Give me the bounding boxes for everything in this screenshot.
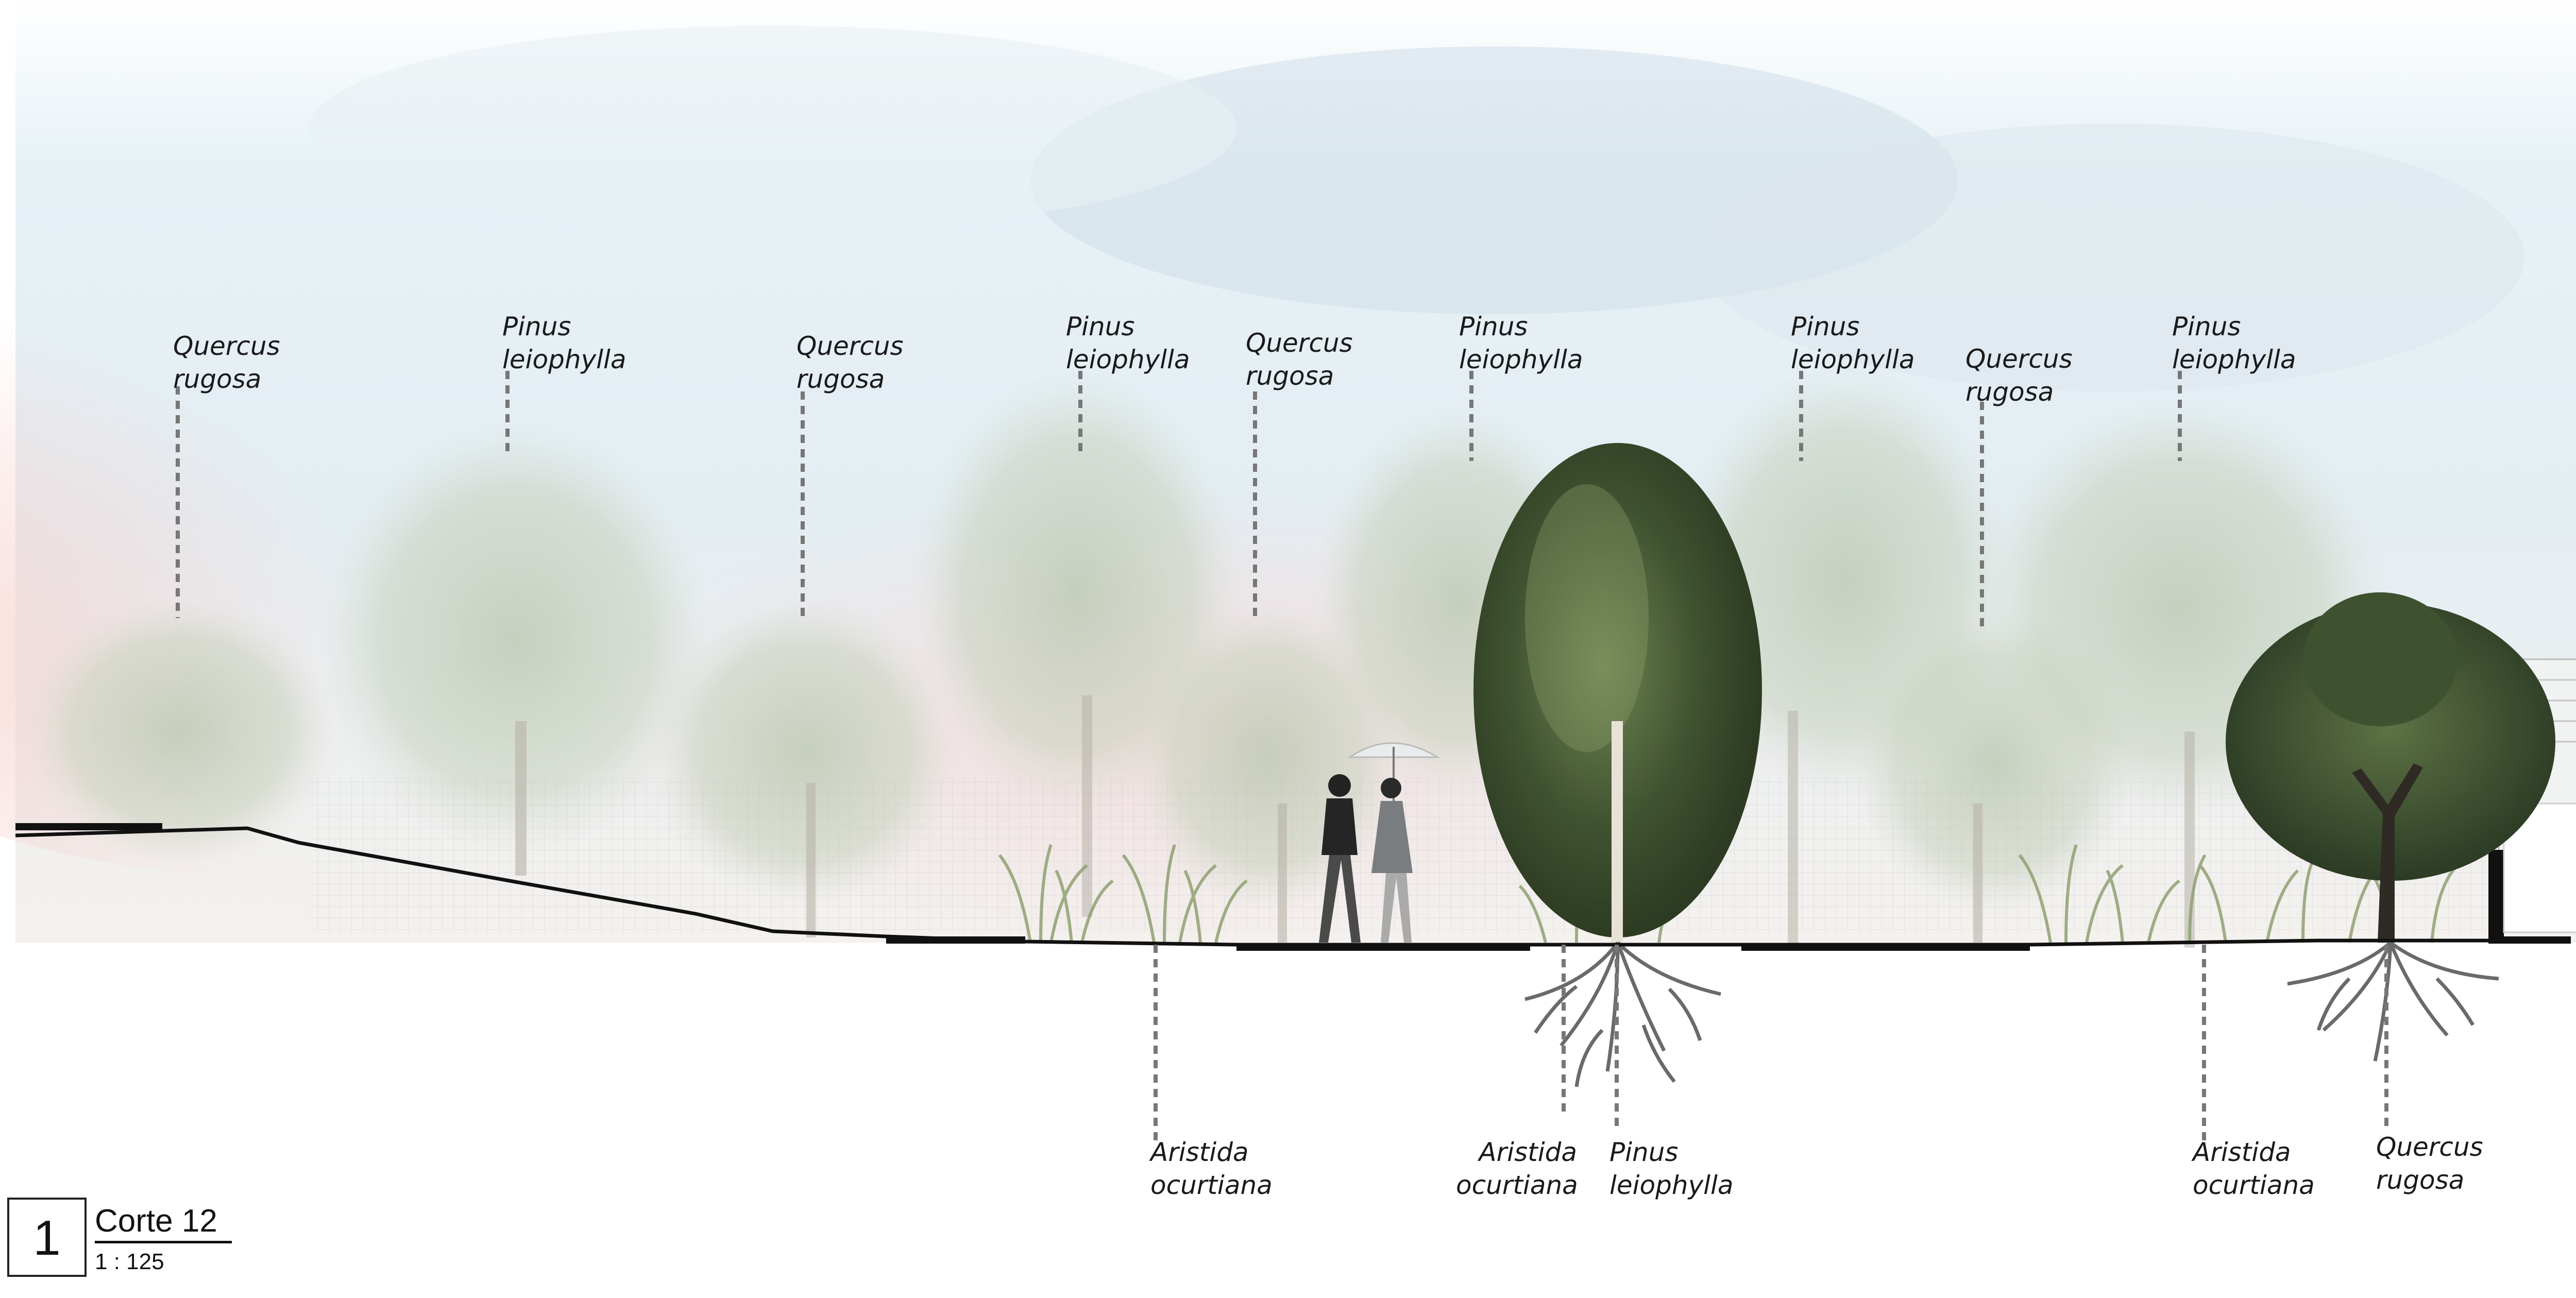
species-label-line: Pinus bbox=[1066, 312, 1135, 341]
species-label-line: Aristida bbox=[1479, 1137, 1577, 1167]
person-head bbox=[1381, 778, 1401, 798]
mesh-fence bbox=[309, 778, 2524, 932]
species-label-line: rugosa bbox=[173, 364, 262, 394]
leader-lines-top bbox=[176, 371, 2182, 631]
pine-canopy-highlight bbox=[1525, 484, 1649, 752]
species-label: Aristida ocurtiana bbox=[1456, 1136, 1578, 1202]
species-label: Pinus leiophylla bbox=[502, 310, 626, 376]
pavement-slab bbox=[886, 936, 1025, 944]
species-label-line: ocurtiana bbox=[2193, 1170, 2315, 1200]
species-label-line: Quercus bbox=[2376, 1132, 2483, 1162]
pavement-slab bbox=[1741, 944, 2030, 951]
species-label-line: leiophylla bbox=[1609, 1170, 1734, 1200]
drawing-scale: 1 : 125 bbox=[95, 1249, 164, 1274]
person-body bbox=[1371, 801, 1413, 873]
sky-cloud bbox=[1700, 124, 2524, 391]
person-body bbox=[1321, 798, 1358, 855]
species-label-line: Pinus bbox=[1459, 312, 1528, 341]
species-label-line: Aristida bbox=[1150, 1137, 1249, 1167]
species-label-line: ocurtiana bbox=[1456, 1170, 1578, 1200]
sky-cloud bbox=[309, 26, 1236, 232]
grass-clump bbox=[998, 844, 1114, 943]
species-label-line: Pinus bbox=[2172, 312, 2241, 341]
species-label: Pinus leiophylla bbox=[1609, 1136, 1734, 1202]
species-label: Quercus rugosa bbox=[1965, 343, 2073, 408]
oak-canopy-top bbox=[2303, 592, 2458, 726]
species-label-line: ocurtiana bbox=[1150, 1170, 1273, 1200]
species-label-line: Quercus bbox=[796, 331, 904, 361]
species-label: Quercus rugosa bbox=[2376, 1131, 2483, 1197]
drawing-number: 1 bbox=[7, 1198, 87, 1277]
oak-roots bbox=[2287, 941, 2499, 1062]
ground-section bbox=[15, 823, 2571, 951]
terrain-platform-left bbox=[15, 823, 162, 830]
pavement-slab bbox=[1236, 944, 1530, 951]
species-label-line: rugosa bbox=[1965, 377, 2054, 407]
foreground-oak bbox=[2226, 592, 2555, 1062]
building-wall bbox=[2488, 850, 2504, 943]
species-label: Quercus rugosa bbox=[796, 330, 904, 396]
species-label-line: leiophylla bbox=[1459, 345, 1583, 374]
oak-trunk bbox=[2352, 763, 2423, 943]
species-label-line: leiophylla bbox=[502, 345, 626, 374]
species-label: Quercus rugosa bbox=[1246, 327, 1353, 392]
species-label-line: Pinus bbox=[1791, 312, 1860, 341]
people-with-umbrella bbox=[1319, 742, 1440, 943]
foreground-pine bbox=[1473, 443, 1762, 1087]
species-label: Pinus leiophylla bbox=[1459, 310, 1583, 376]
drawing-title: Corte 12 bbox=[95, 1203, 217, 1239]
grass-clump bbox=[1122, 844, 1248, 943]
species-label-line: Quercus bbox=[1246, 328, 1353, 358]
species-label-line: leiophylla bbox=[1066, 345, 1190, 374]
species-label: Pinus leiophylla bbox=[1066, 310, 1190, 376]
person-head bbox=[1328, 774, 1351, 797]
species-label-line: rugosa bbox=[2376, 1165, 2465, 1195]
pine-canopy bbox=[1473, 443, 1762, 937]
person-legs bbox=[1319, 855, 1361, 943]
leader-lines-bottom bbox=[1154, 945, 2388, 1141]
pavement-slab bbox=[2488, 936, 2571, 944]
species-label-line: Aristida bbox=[2193, 1137, 2291, 1167]
species-label-line: leiophylla bbox=[2172, 345, 2296, 374]
faded-tree-canopy bbox=[26, 597, 335, 865]
species-label-line: Quercus bbox=[173, 331, 280, 361]
species-label-line: Pinus bbox=[502, 312, 571, 341]
title-underline bbox=[95, 1241, 232, 1243]
species-label-line: leiophylla bbox=[1791, 345, 1915, 374]
species-label: Quercus rugosa bbox=[173, 330, 280, 396]
species-label-line: Quercus bbox=[1965, 344, 2073, 374]
species-label-line: rugosa bbox=[796, 364, 885, 394]
species-label-line: rugosa bbox=[1246, 361, 1334, 391]
pine-trunk bbox=[1612, 721, 1623, 943]
species-label: Pinus leiophylla bbox=[2172, 310, 2296, 376]
species-label: Aristida ocurtiana bbox=[2193, 1136, 2315, 1202]
pine-roots bbox=[1524, 941, 1721, 1087]
species-label: Aristida ocurtiana bbox=[1150, 1136, 1273, 1202]
person-legs bbox=[1381, 873, 1412, 943]
species-label-line: Pinus bbox=[1609, 1137, 1679, 1167]
species-label: Pinus leiophylla bbox=[1791, 310, 1915, 376]
faded-tree-canopy bbox=[319, 422, 711, 855]
